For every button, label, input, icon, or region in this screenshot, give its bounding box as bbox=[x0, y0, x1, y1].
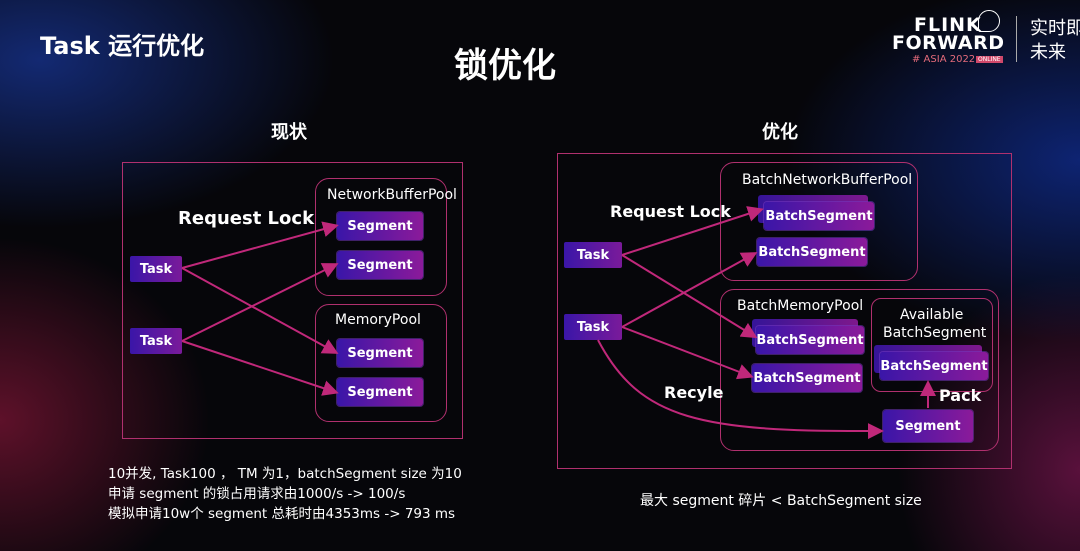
left-note-3: 模拟申请10w个 segment 总耗时由4353ms -> 793 ms bbox=[108, 506, 456, 522]
right-task-2: Task bbox=[564, 314, 622, 340]
right-heading: 优化 bbox=[762, 122, 798, 143]
batch-network-buffer-pool-box bbox=[720, 162, 918, 281]
logo-asia-text: # ASIA 2022 bbox=[912, 54, 976, 65]
batch-memory-pool-box bbox=[720, 289, 999, 451]
left-segment-3: Segment bbox=[337, 339, 423, 367]
right-segment: Segment bbox=[883, 410, 973, 442]
batch-segment-1: BatchSegment bbox=[764, 202, 874, 230]
left-task-2: Task bbox=[130, 328, 182, 354]
left-heading: 现状 bbox=[271, 122, 307, 143]
left-request-lock-label: Request Lock bbox=[178, 208, 315, 229]
memory-pool-box bbox=[315, 304, 447, 422]
right-footer-note: 最大 segment 碎片 < BatchSegment size bbox=[640, 493, 922, 509]
section-title: Task 运行优化 bbox=[40, 32, 205, 60]
arrow-rtask1-to-bseg1 bbox=[621, 206, 764, 256]
logo-cn-line2: 未来 bbox=[1030, 42, 1066, 63]
left-note-2: 申请 segment 的锁占用请求由1000/s -> 100/s bbox=[108, 486, 406, 502]
batch-network-buffer-pool-title: BatchNetworkBufferPool bbox=[742, 172, 913, 188]
right-task-1: Task bbox=[564, 242, 622, 268]
logo-divider bbox=[1016, 16, 1017, 62]
pack-label: Pack bbox=[939, 386, 982, 405]
logo-flink-text: FLINK bbox=[914, 14, 982, 36]
available-label-line2: BatchSegment bbox=[883, 325, 987, 341]
left-panel-frame bbox=[122, 162, 463, 439]
squirrel-icon bbox=[978, 10, 1000, 32]
network-buffer-pool-box bbox=[315, 178, 447, 296]
left-note-1: 10并发, Task100 ， TM 为1，batchSegment size … bbox=[108, 466, 462, 482]
flink-forward-logo: FLINK FORWARD # ASIA 2022 ONLINE bbox=[888, 10, 1008, 70]
available-label-line1: Available bbox=[900, 307, 964, 323]
arrow-recyle-curve bbox=[597, 339, 884, 440]
available-batch-segment: BatchSegment bbox=[880, 352, 988, 380]
left-segment-1: Segment bbox=[337, 212, 423, 240]
left-task-1: Task bbox=[130, 256, 182, 282]
right-request-lock-label: Request Lock bbox=[610, 202, 731, 221]
page-title: 锁优化 bbox=[454, 46, 556, 86]
left-segment-4: Segment bbox=[337, 378, 423, 406]
recyle-label: Recyle bbox=[664, 383, 724, 402]
logo-online-badge: ONLINE bbox=[976, 56, 1003, 63]
batch-segment-3: BatchSegment bbox=[756, 326, 864, 354]
arrow-task2-to-seg4 bbox=[181, 340, 339, 396]
arrow-task1-to-seg3 bbox=[181, 267, 339, 354]
arrow-rtask2-to-bseg4 bbox=[621, 326, 754, 380]
arrow-rtask2-to-bseg2 bbox=[621, 252, 758, 328]
arrow-rtask1-to-bseg3 bbox=[621, 254, 758, 339]
right-panel-frame bbox=[557, 153, 1012, 469]
logo-forward-text: FORWARD bbox=[892, 32, 1005, 54]
arrow-task2-to-seg2 bbox=[181, 263, 339, 342]
memory-pool-title: MemoryPool bbox=[335, 312, 421, 328]
logo-cn-line1: 实时即 bbox=[1030, 18, 1080, 39]
batch-segment-2: BatchSegment bbox=[757, 238, 867, 266]
arrow-task1-to-seg1 bbox=[181, 221, 339, 269]
network-buffer-pool-title: NetworkBufferPool bbox=[327, 187, 457, 203]
batch-segment-4: BatchSegment bbox=[752, 364, 862, 392]
left-segment-2: Segment bbox=[337, 251, 423, 279]
batch-memory-pool-title: BatchMemoryPool bbox=[737, 298, 864, 314]
